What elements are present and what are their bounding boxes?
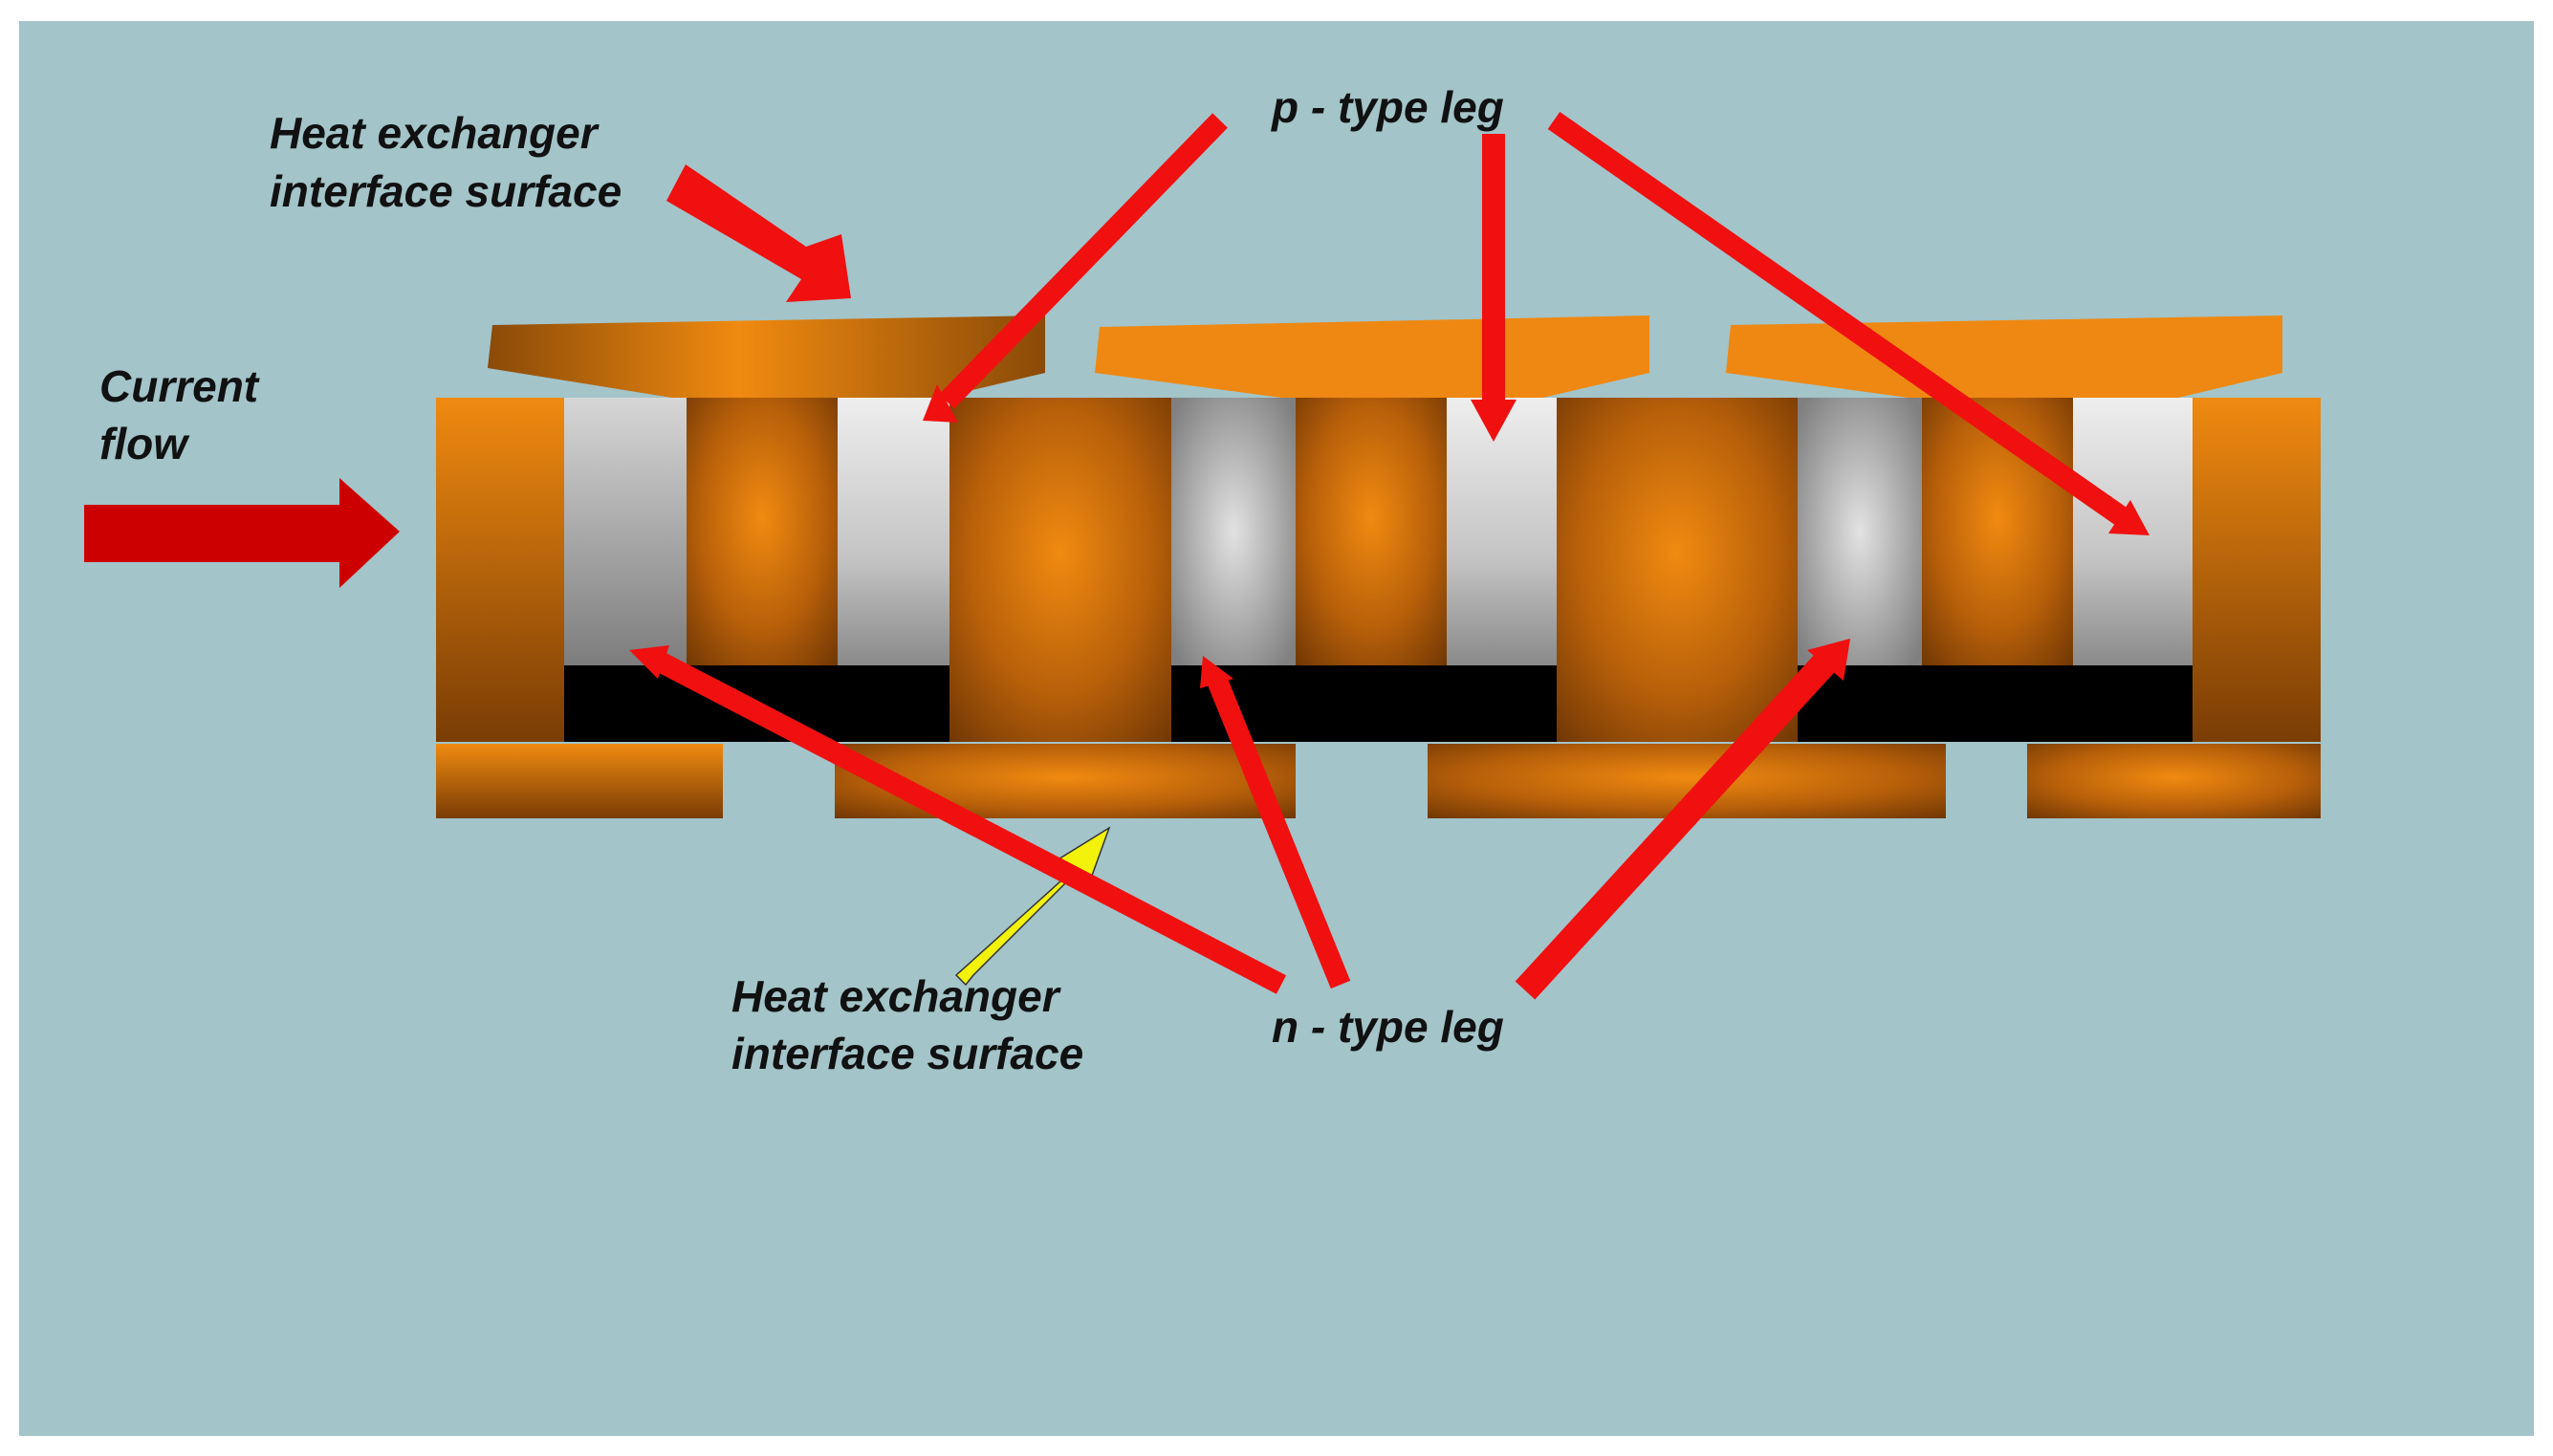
p-leg-2 (1447, 398, 1557, 665)
bottom-plate-1 (436, 744, 723, 818)
label-heat-exchanger-bottom-line2: interface surface (731, 1029, 1083, 1078)
label-heat-exchanger-bottom-line1: Heat exchanger (731, 971, 1061, 1021)
label-p-type-leg: p - type leg (1270, 82, 1504, 132)
connector-1 (687, 398, 838, 665)
connector-4 (1557, 398, 1798, 742)
label-n-type-leg: n - type leg (1272, 1002, 1504, 1052)
n-leg-1 (564, 398, 687, 665)
connector-3 (1296, 398, 1447, 665)
p-leg-1 (838, 398, 949, 665)
label-heat-exchanger-top-line2: interface surface (270, 166, 622, 216)
label-current-flow-line2: flow (99, 419, 190, 468)
n-leg-3 (1798, 398, 1922, 665)
n-type-pointers (629, 639, 1850, 1000)
n-leg-2 (1171, 398, 1296, 665)
label-current-flow-line1: Current (99, 361, 260, 411)
p-type-pointers (923, 111, 2149, 535)
top-plate-1 (488, 315, 1045, 400)
top-exchanger-arrow (666, 164, 851, 302)
connector-right (2193, 398, 2321, 742)
connector-2 (949, 398, 1171, 742)
insulator-3 (1798, 665, 2193, 742)
connector-left (436, 398, 564, 742)
bottom-plate-4 (2027, 744, 2321, 818)
top-plate-2 (1095, 315, 1649, 400)
current-flow-arrow (84, 478, 400, 588)
label-heat-exchanger-top-line1: Heat exchanger (270, 108, 600, 158)
